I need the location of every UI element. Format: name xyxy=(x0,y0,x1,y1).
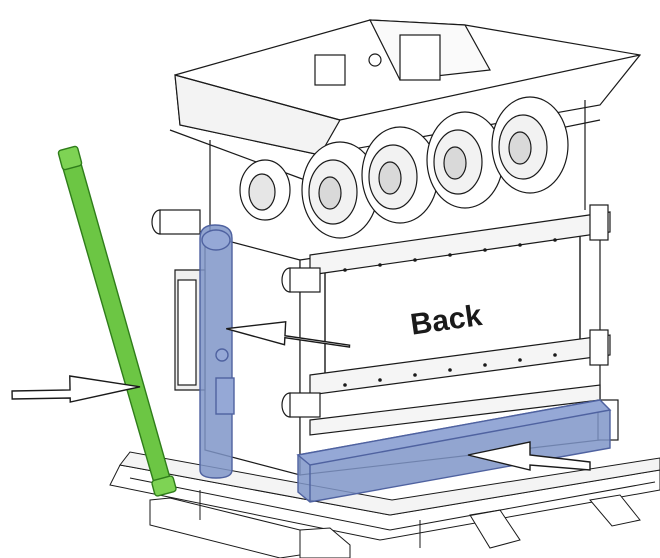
arrow-right-icon xyxy=(226,320,351,348)
arrow-right-icon xyxy=(11,375,141,403)
side-fan xyxy=(239,159,291,221)
top-frame xyxy=(169,19,642,240)
fan-icon xyxy=(361,126,439,224)
fan-icon xyxy=(301,141,379,239)
fans xyxy=(239,96,569,239)
fan-icon xyxy=(491,96,569,194)
pallet xyxy=(109,451,660,558)
fan-icon xyxy=(426,111,504,209)
horizontal-duct xyxy=(296,399,612,503)
vertical-duct xyxy=(199,224,235,479)
rivets xyxy=(343,238,557,387)
green-pipe xyxy=(57,145,177,497)
pipe-stubs xyxy=(151,204,619,441)
arrow-right-icon xyxy=(467,441,591,471)
